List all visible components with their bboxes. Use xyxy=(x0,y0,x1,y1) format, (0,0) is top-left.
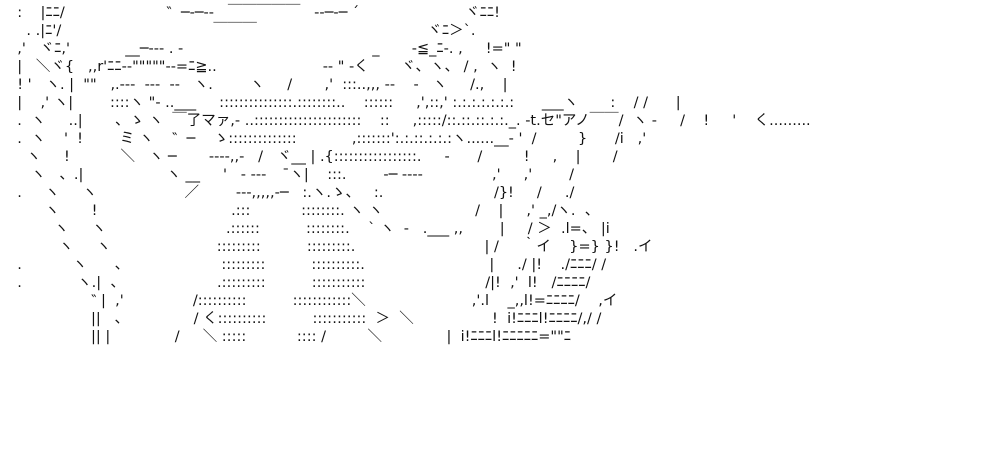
ascii-art-line: ヽ 、.| ヽ __ ' ‐ ‐‐‐ ̄ヽ| :::. ‐─ ‐‐‐‐ ,' ,… xyxy=(8,167,574,183)
ascii-art-line: ‶ | ,' /:::::::::: ::::::::::::＼ ,'.l _,… xyxy=(8,293,618,309)
ascii-art-line: : |ﾆﾆ/ ‶ ─‐─‐‐ ￣￣￣￣￣ ‐‐─‐─ ´ ヾﾆﾆ! xyxy=(8,5,500,21)
ascii-art-line: ヽ ヽ .:::::: ::::::::. ` ヽ ‐ .___ ,, | / … xyxy=(8,221,610,237)
ascii-art-lines: : |ﾆﾆ/ ‶ ─‐─‐‐ ￣￣￣￣￣ ‐‐─‐─ ´ ヾﾆﾆ! . .|ﾆ'… xyxy=(8,4,811,346)
ascii-art-line: . ヽ 、 ::::::::: ::::::::::. | ./ |! ./ﾆﾆ… xyxy=(8,257,607,273)
ascii-art-line: || | / ＼ ::::: :::: / ＼ | i!ﾆﾆﾆl!ﾆﾆﾆﾆﾆ="… xyxy=(8,329,571,345)
ascii-art-line: ヽ ! .::: ::::::::. ヽ ヽ / | ,' _,/ヽ. 、 xyxy=(8,203,600,219)
ascii-art-line: ! ' ヽ. | "" ,.‐‐‐ ‐‐‐ ‐‐ ヽ. ヽ / ,' :::..… xyxy=(8,77,508,93)
ascii-art-line: ヽ ! ＼ ヽ ─ ‐‐‐‐,,‐ / ヾ__ | .{::::::::::::… xyxy=(8,149,618,165)
ascii-art-line: . .|ﾆ'/ ￣￣￣ ヾﾆ＞`. xyxy=(8,23,476,39)
ascii-art-line: ,' ヾﾆ,' __─‐‐‐ . - _ -≦_ﾆ-. , !=" " xyxy=(8,41,522,57)
ascii-art-line: ヽ ヽ ::::::::: :::::::::. | / ｀イ }=} }! .… xyxy=(8,239,653,255)
ascii-art-line: . ヽ ..| 、ゝ ヽ ￣了マァ,‐ ..::::::::::::::::::… xyxy=(8,113,811,129)
ascii-art-line: | ,' ヽ| ::::ヽ "‐ ..___ :::::::::::::::.:… xyxy=(8,95,681,111)
ascii-art-line: || 、 / く:::::::::: ::::::::::: ＞ ＼ ! i!ﾆ… xyxy=(8,311,602,327)
ascii-art-line: . ヽ.| 、 .::::::::: ::::::::::: /|! ,' l!… xyxy=(8,275,591,291)
ascii-art-line: . ヽ ' ! ミ ヽ ‶ ─ ゝ:::::::::::::: ,:::::::… xyxy=(8,131,647,147)
ascii-art-line: . ヽ ヽ ／ ‐‐‐,,,,,‐─ :.ヽ.ゝ、 :. /}! / ./ xyxy=(8,185,575,201)
ascii-art-line: | ＼ヾ{ ,,r'ﾆﾆ‐‐"""""‐‐=ﾆ≧.. ‐‐ " -く ヾ、ヽ、 … xyxy=(8,59,517,75)
